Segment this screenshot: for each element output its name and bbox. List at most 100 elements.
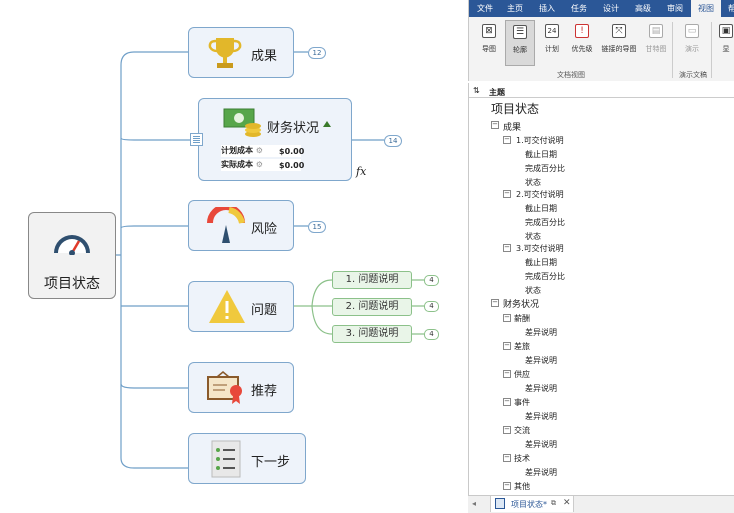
- priority-view-button[interactable]: ! 优先级: [571, 24, 593, 53]
- outline-item[interactable]: 差异说明: [525, 328, 557, 337]
- outline-item[interactable]: 交流: [514, 426, 530, 435]
- outline-header: 主题: [489, 88, 505, 97]
- risk-count-badge[interactable]: 15: [308, 221, 326, 233]
- outline-item[interactable]: 状态: [525, 178, 541, 187]
- outline-item[interactable]: 完成百分比: [525, 218, 565, 227]
- outline-item[interactable]: 截止日期: [525, 204, 557, 213]
- issue-count-badge[interactable]: 4: [424, 329, 439, 340]
- map-view-button[interactable]: ⊠ 导图: [482, 24, 496, 53]
- outline-item[interactable]: 差异说明: [525, 440, 557, 449]
- outline-item[interactable]: 成果: [503, 123, 522, 133]
- outline-item[interactable]: 状态: [525, 232, 541, 241]
- node-issues[interactable]: 问题: [188, 281, 294, 332]
- tab-insert[interactable]: 插入: [539, 4, 555, 13]
- group-divider: [672, 22, 673, 78]
- node-finance[interactable]: 财务状况 计划成本 ⚙ $0.00 实际成本 ⚙ $0.00: [198, 98, 352, 181]
- actual-cost-row: 实际成本 ⚙: [221, 159, 301, 171]
- close-icon[interactable]: ✕: [563, 498, 571, 508]
- results-count-badge[interactable]: 12: [308, 47, 326, 59]
- outline-item[interactable]: 薪酬: [514, 314, 530, 323]
- outline-item[interactable]: 完成百分比: [525, 272, 565, 281]
- tab-home[interactable]: 主页: [507, 4, 523, 13]
- central-label: 项目状态: [44, 276, 100, 292]
- collapse-icon[interactable]: −: [491, 120, 499, 129]
- issue-count-badge[interactable]: 4: [424, 275, 439, 286]
- collapse-icon[interactable]: −: [503, 243, 511, 252]
- issue-count-badge[interactable]: 4: [424, 301, 439, 312]
- finance-count-badge[interactable]: 14: [384, 135, 402, 147]
- plan-view-button[interactable]: 24 计划: [537, 24, 567, 54]
- settings-icon: ⚙: [255, 146, 263, 155]
- present-icon: ▭: [685, 24, 699, 38]
- document-icon: [495, 498, 505, 509]
- restore-icon[interactable]: ⧉: [551, 499, 556, 507]
- document-tab-bar: ◂ 项目状态* ⧉ ✕: [468, 495, 734, 513]
- outline-item[interactable]: 其他: [514, 482, 530, 491]
- outline-item[interactable]: 财务状况: [503, 300, 540, 310]
- collapse-icon[interactable]: −: [503, 313, 511, 322]
- collapse-icon[interactable]: −: [503, 397, 511, 406]
- collapse-icon[interactable]: −: [491, 298, 499, 307]
- outline-item[interactable]: 差异说明: [525, 468, 557, 477]
- tab-view[interactable]: 视图: [691, 0, 721, 17]
- display-button[interactable]: ▣ 显: [717, 24, 734, 54]
- node-recommend[interactable]: 推荐: [188, 362, 294, 413]
- tab-advanced[interactable]: 高级: [635, 4, 651, 13]
- gantt-icon: ▤: [649, 24, 663, 38]
- tab-file[interactable]: 文件: [477, 4, 493, 13]
- checklist-icon: [211, 440, 241, 478]
- formula-icon[interactable]: fx: [356, 165, 367, 178]
- node-risk[interactable]: 风险: [188, 200, 294, 251]
- collapse-icon[interactable]: −: [503, 425, 511, 434]
- document-tab[interactable]: 项目状态* ⧉ ✕: [490, 496, 574, 512]
- collapse-icon[interactable]: −: [503, 341, 511, 350]
- outline-item[interactable]: 截止日期: [525, 150, 557, 159]
- linked-map-button[interactable]: ⤧ 链接的导图: [601, 24, 637, 53]
- expand-triangle-icon[interactable]: [323, 121, 331, 127]
- issues-label: 问题: [251, 303, 278, 318]
- issue-item[interactable]: 3. 问题说明: [332, 325, 412, 343]
- tab-design[interactable]: 设计: [603, 4, 619, 13]
- tab-task[interactable]: 任务: [571, 4, 587, 13]
- outline-item[interactable]: 差异说明: [525, 412, 557, 421]
- group-present-label: 演示文稿: [679, 71, 707, 79]
- scroll-left-icon[interactable]: ◂: [472, 499, 477, 508]
- outline-item[interactable]: 差异说明: [525, 384, 557, 393]
- outline-header-row: [469, 86, 734, 98]
- tab-help[interactable]: 帮: [725, 0, 734, 17]
- document-tab-label: 项目状态*: [511, 500, 547, 509]
- outline-item[interactable]: 差旅: [514, 342, 530, 351]
- collapse-icon[interactable]: −: [503, 481, 511, 490]
- outline-root[interactable]: 项目状态: [491, 102, 540, 116]
- gantt-view-button[interactable]: ▤ 甘特图: [645, 24, 667, 53]
- outline-item[interactable]: 截止日期: [525, 258, 557, 267]
- trophy-icon: [208, 38, 242, 68]
- present-button[interactable]: ▭ 演示: [685, 24, 699, 53]
- outline-view-button[interactable]: ☰ 轮廓: [505, 20, 535, 66]
- priority-icon: !: [575, 24, 589, 38]
- money-icon: [223, 108, 261, 137]
- pin-icon[interactable]: ⇅: [473, 86, 480, 95]
- collapse-icon[interactable]: −: [503, 189, 511, 198]
- collapse-icon[interactable]: −: [503, 369, 511, 378]
- tab-review[interactable]: 审阅: [667, 4, 683, 13]
- outline-item[interactable]: 3.可交付说明: [516, 244, 564, 253]
- outline-item[interactable]: 技术: [514, 454, 530, 463]
- collapse-icon[interactable]: −: [503, 135, 511, 144]
- collapse-icon[interactable]: −: [503, 453, 511, 462]
- outline-item[interactable]: 2.可交付说明: [516, 190, 564, 199]
- outline-item[interactable]: 供应: [514, 370, 530, 379]
- group-divider: [711, 22, 712, 78]
- outline-panel: ⇅ 主题 项目状态 − 成果 − 1.可交付说明 截止日期 完成百分比 状态 −…: [468, 83, 734, 495]
- central-node[interactable]: 项目状态: [28, 212, 116, 299]
- outline-item[interactable]: 差异说明: [525, 356, 557, 365]
- issue-item[interactable]: 2. 问题说明: [332, 298, 412, 316]
- outline-item[interactable]: 状态: [525, 286, 541, 295]
- outline-item[interactable]: 1.可交付说明: [516, 136, 564, 145]
- issue-item[interactable]: 1. 问题说明: [332, 271, 412, 289]
- node-next[interactable]: 下一步: [188, 433, 306, 484]
- node-results[interactable]: 成果: [188, 27, 294, 78]
- outline-item[interactable]: 事件: [514, 398, 530, 407]
- table-icon[interactable]: [190, 133, 203, 146]
- outline-item[interactable]: 完成百分比: [525, 164, 565, 173]
